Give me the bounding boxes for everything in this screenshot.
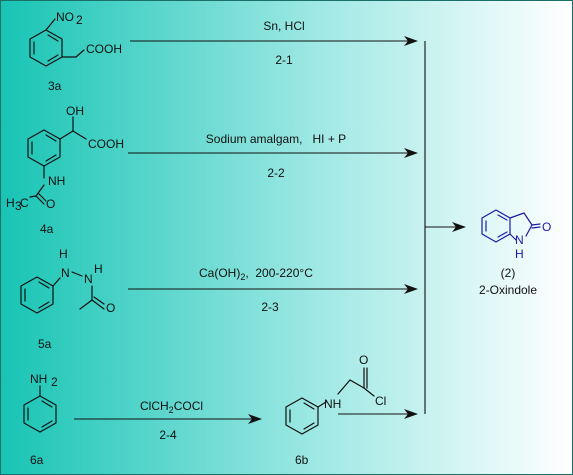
compound-4a: OH COOH NH H 3 C O 4a [6,104,124,236]
compound-label-3a: 3a [48,79,62,93]
product-h-label: H [515,247,524,261]
step-label-2-4: 2-4 [159,428,177,442]
carbonyl-o-label: O [359,353,368,367]
intermediate-6b: NH O Cl 6b [285,353,386,467]
compound-label-6a: 6a [30,453,44,467]
arrow-6b [338,409,418,419]
acyl-cl-label: Cl [375,394,386,408]
product-2-oxindole: N H O (2) 2-Oxindole [479,209,551,297]
carbonyl-o-label: O [46,197,55,211]
arrow-2-3 [128,284,418,294]
arrow-to-product [425,222,466,232]
reagents-2-1: Sn, HCl [263,19,304,33]
arrow-2-4 [74,414,262,424]
nitro-label: NO [56,10,74,24]
amine-subscript: 2 [51,375,58,389]
hydrazine-n2-label: N [84,272,93,286]
reagents-2-3: Ca(OH)2, 200-220°C [199,266,313,282]
step-label-2-1: 2-1 [275,53,293,67]
methyl-h-label: H [6,196,15,210]
reagents-2-4: ClCH2COCl [140,399,203,415]
compound-3a: NO 2 COOH 3a [29,10,122,93]
amine-label: NH [30,372,47,386]
cooh-label: COOH [88,137,124,151]
arrow-2-1 [130,36,418,46]
compound-label-6b: 6b [295,453,309,467]
product-number: (2) [501,266,516,280]
amide-nh-label: NH [48,174,65,188]
arrow-2-2 [128,148,418,158]
carbonyl-o-label: O [106,301,115,315]
compound-6a: NH 2 6a [23,372,58,467]
hydrazine-h2-label: H [94,262,103,276]
hydroxyl-label: OH [66,104,84,118]
compound-label-5a: 5a [38,337,52,351]
methyl-c-label: C [20,196,29,210]
methyl-subscript: 3 [15,199,22,213]
compound-label-4a: 4a [40,222,54,236]
hydrazine-h1-label: H [59,247,68,261]
step-label-2-2: 2-2 [267,166,285,180]
amine-nh-label: NH [324,397,341,411]
product-o-label: O [542,220,551,234]
cooh-label: COOH [86,42,122,56]
step-label-2-3: 2-3 [261,300,279,314]
product-name: 2-Oxindole [479,283,537,297]
product-n-label: N [515,233,524,247]
hydrazine-n1-label: N [61,266,70,280]
compound-5a: H N N H O 5a [20,247,115,351]
nitro-subscript: 2 [76,13,83,27]
reagents-2-2: Sodium amalgam, HI + P [206,132,346,146]
